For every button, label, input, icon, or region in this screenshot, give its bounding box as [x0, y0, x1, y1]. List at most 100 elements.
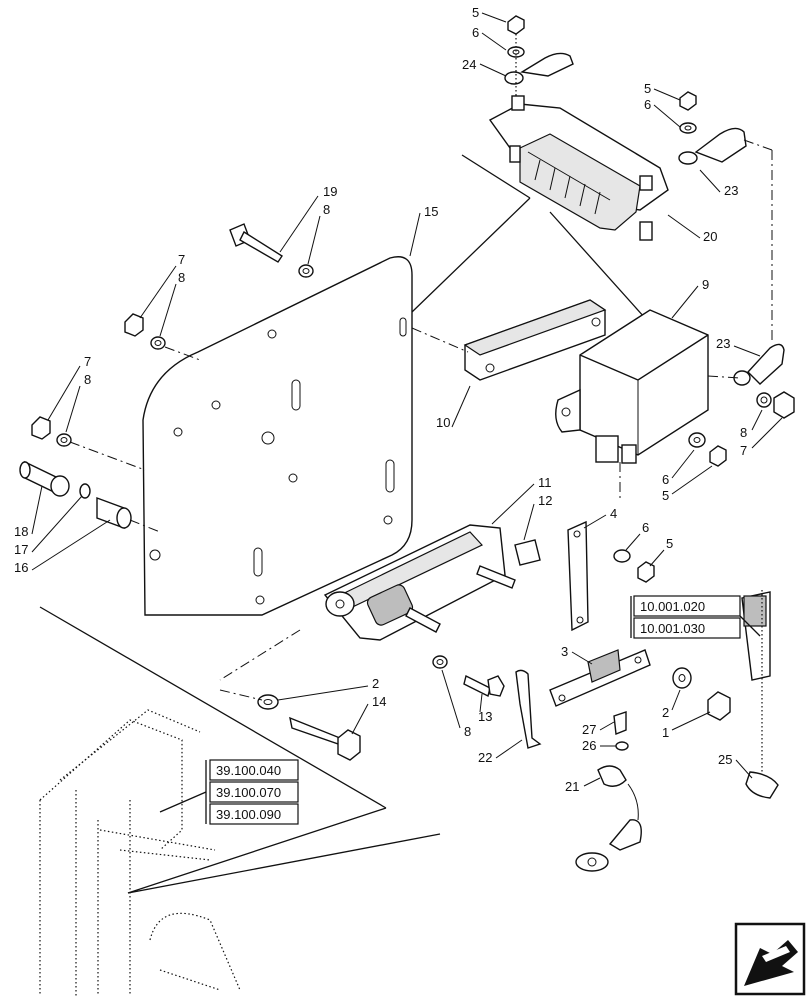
svg-text:4: 4: [610, 506, 617, 521]
callout-10: 10: [436, 385, 471, 430]
svg-text:39.100.040: 39.100.040: [216, 763, 281, 778]
callout-5c: 5: [662, 465, 713, 503]
callout-6d: 6: [625, 520, 649, 551]
svg-text:22: 22: [478, 750, 492, 765]
callout-15: 15: [409, 204, 438, 257]
svg-text:12: 12: [538, 493, 552, 508]
reference-box-b3[interactable]: [209, 803, 299, 825]
svg-text:24: 24: [462, 57, 476, 72]
callout-26: 26: [582, 738, 616, 753]
callout-3: 3: [561, 644, 593, 665]
callout-16: 16: [14, 519, 111, 575]
svg-text:21: 21: [565, 779, 579, 794]
svg-text:1: 1: [662, 725, 669, 740]
callout-8d: 8: [740, 409, 763, 440]
svg-text:8: 8: [740, 425, 747, 440]
svg-text:8: 8: [323, 202, 330, 217]
reference-group-b: 39.100.040 39.100.070 39.100.090: [159, 759, 299, 825]
callout-5d: 5: [649, 536, 673, 567]
callout-27: 27: [582, 721, 615, 737]
svg-text:13: 13: [478, 709, 492, 724]
reference-box-a1[interactable]: [633, 595, 741, 617]
cable-21: [575, 711, 642, 872]
callout-9: 9: [671, 277, 709, 319]
callout-18: 18: [14, 485, 43, 539]
svg-text:8: 8: [464, 724, 471, 739]
callout-17: 17: [14, 495, 83, 557]
svg-text:20: 20: [703, 229, 717, 244]
right-nut-stack: [678, 91, 773, 340]
nut-washer-upper: [124, 313, 201, 361]
callout-11: 11: [491, 475, 552, 525]
svg-text:23: 23: [724, 183, 738, 198]
strap-3: [549, 649, 651, 707]
callout-8c: 8: [65, 372, 91, 433]
callout-6a: 6: [472, 25, 507, 51]
svg-text:5: 5: [644, 81, 651, 96]
svg-text:6: 6: [642, 520, 649, 535]
callout-6b: 6: [644, 97, 681, 128]
callout-1: 1: [662, 711, 711, 740]
right-side-fasteners: [688, 343, 795, 467]
callout-7b: 7: [47, 354, 91, 421]
svg-text:19: 19: [323, 184, 337, 199]
callout-8a: 8: [307, 202, 330, 265]
svg-text:9: 9: [702, 277, 709, 292]
control-unit-9: [555, 309, 709, 500]
svg-text:8: 8: [84, 372, 91, 387]
svg-text:3: 3: [561, 644, 568, 659]
callout-6c: 6: [662, 449, 695, 487]
callout-2b: 2: [662, 689, 681, 720]
reference-box-a2[interactable]: [633, 617, 741, 639]
machine-frame: [39, 606, 441, 996]
svg-text:10.001.030: 10.001.030: [640, 621, 705, 636]
svg-text:10.001.020: 10.001.020: [640, 599, 705, 614]
callout-13: 13: [478, 693, 492, 724]
svg-text:26: 26: [582, 738, 596, 753]
svg-text:2: 2: [662, 705, 669, 720]
bolt-19: [229, 223, 314, 278]
callout-4: 4: [583, 506, 617, 529]
svg-text:5: 5: [472, 5, 479, 20]
reference-group-a: 10.001.020 10.001.030: [630, 595, 761, 639]
svg-text:39.100.090: 39.100.090: [216, 807, 281, 822]
svg-text:25: 25: [718, 752, 732, 767]
shunt-4: [567, 520, 655, 632]
svg-text:7: 7: [740, 443, 747, 458]
lower-fasteners: [219, 629, 542, 761]
relay-block-20: [488, 95, 669, 241]
back-arrow-icon[interactable]: [734, 922, 806, 996]
callout-2a: 2: [277, 676, 379, 701]
svg-text:16: 16: [14, 560, 28, 575]
nut-washer-spacer-set: [19, 416, 161, 533]
callout-7a: 7: [139, 252, 185, 319]
callout-20: 20: [667, 214, 717, 244]
svg-text:2: 2: [372, 676, 379, 691]
callout-7c: 7: [740, 417, 783, 458]
svg-text:23: 23: [716, 336, 730, 351]
svg-text:5: 5: [662, 488, 669, 503]
svg-text:8: 8: [178, 270, 185, 285]
callout-24: 24: [462, 57, 507, 77]
spacer-block-10: [411, 299, 607, 381]
bracket-11: [323, 524, 541, 641]
callout-12: 12: [523, 493, 552, 541]
callout-22: 22: [478, 739, 523, 765]
svg-text:6: 6: [472, 25, 479, 40]
svg-text:10: 10: [436, 415, 450, 430]
svg-text:15: 15: [424, 204, 438, 219]
reference-box-b1[interactable]: [209, 759, 299, 781]
assembly-leaders: [411, 154, 646, 319]
callout-23a: 23: [699, 169, 738, 198]
svg-text:17: 17: [14, 542, 28, 557]
callout-23b: 23: [716, 336, 761, 357]
upper-nut-stack: [504, 15, 574, 96]
callout-5b: 5: [644, 81, 681, 101]
svg-text:7: 7: [84, 354, 91, 369]
callout-14: 14: [351, 694, 386, 735]
svg-text:7: 7: [178, 252, 185, 267]
svg-text:18: 18: [14, 524, 28, 539]
reference-box-b2[interactable]: [209, 781, 299, 803]
svg-text:11: 11: [538, 475, 552, 490]
